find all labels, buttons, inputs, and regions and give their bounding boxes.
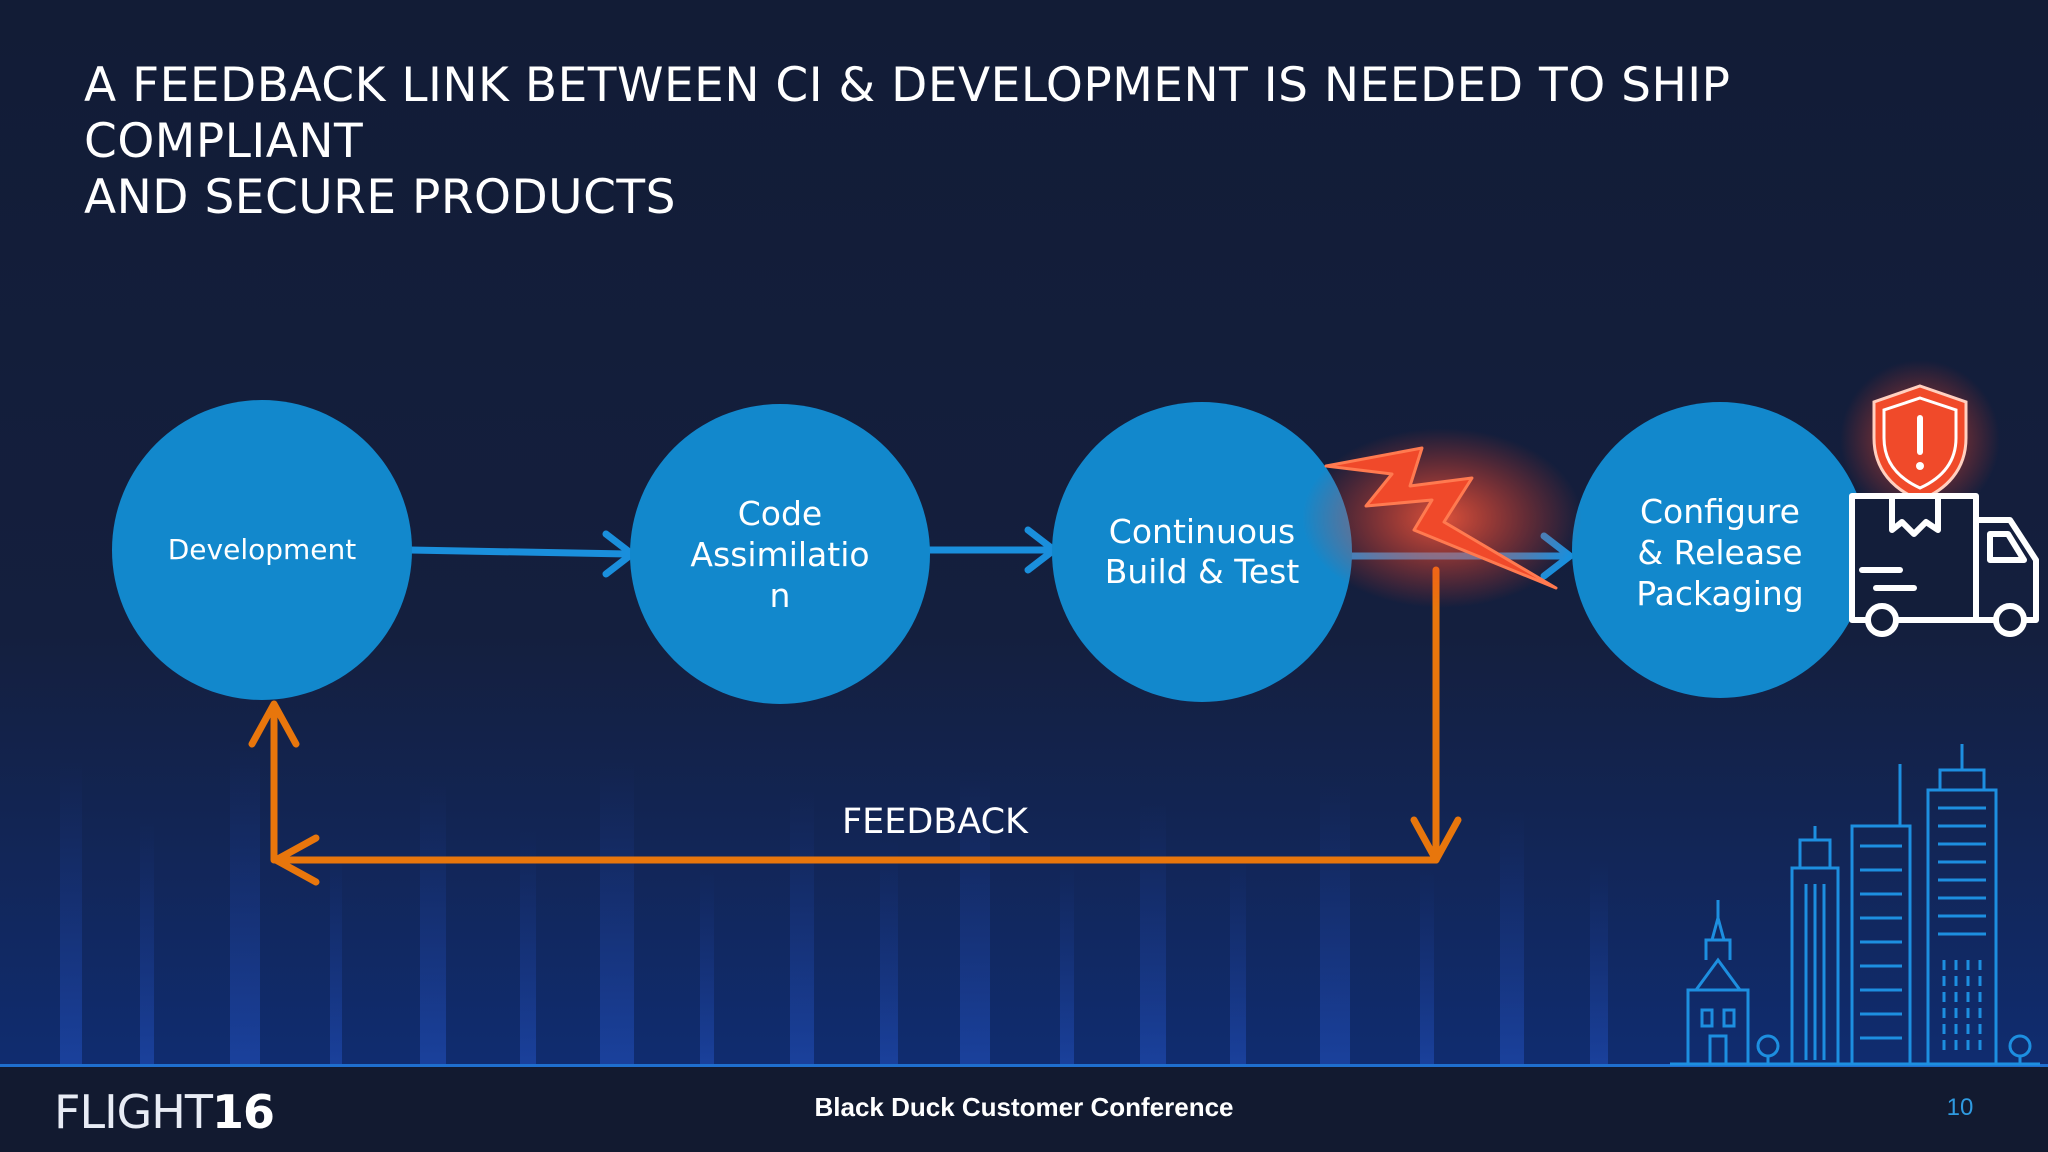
page-number: 10: [1946, 1094, 1974, 1121]
diagram-nodes: [112, 400, 1868, 704]
lightning-bolt-icon: [1302, 428, 1582, 608]
slide-title: A FEEDBACK LINK BETWEEN CI & DEVELOPMENT…: [84, 58, 1984, 226]
node-code-assimilation-label: Code Assimilatio n: [650, 484, 910, 624]
city-skyline-icon: [1670, 744, 2040, 1066]
node-code-assimilation-line-1: Code: [737, 493, 823, 533]
flight16-logo: FLIGHT16: [54, 1082, 275, 1142]
flow-arrow-development-to-code: [406, 546, 632, 558]
node-configure-release-label: Configure & Release Packaging: [1590, 482, 1850, 622]
slide-title-line-1: A FEEDBACK LINK BETWEEN CI & DEVELOPMENT…: [84, 58, 1731, 169]
node-configure-release-line-3: Packaging: [1636, 573, 1804, 613]
logo-text-bold: 16: [212, 1085, 275, 1139]
background-stripes: [60, 740, 1608, 1072]
node-configure-release-line-2: & Release: [1637, 532, 1803, 572]
node-code-assimilation-line-2: Assimilatio: [690, 534, 870, 574]
node-development-line-1: Development: [167, 533, 357, 566]
feedback-arrow: [248, 566, 1462, 886]
node-code-assimilation-line-3: n: [769, 575, 791, 615]
logo-text-light: FLIGHT: [54, 1085, 213, 1139]
delivery-truck-icon: [1849, 493, 2039, 637]
conference-name: Black Duck Customer Conference: [814, 1092, 1234, 1122]
node-continuous-build-test-label: Continuous Build & Test: [1072, 482, 1332, 622]
node-configure-release-circle: [1572, 402, 1868, 698]
node-development-circle: [112, 400, 412, 700]
node-configure-release-line-1: Configure: [1640, 491, 1800, 531]
node-continuous-build-test-line-1: Continuous: [1108, 512, 1296, 551]
node-development-label: Development: [132, 480, 392, 620]
node-code-assimilation-circle: [630, 404, 930, 704]
node-continuous-build-test-line-2: Build & Test: [1104, 552, 1300, 591]
footer-band: [0, 1066, 2048, 1152]
footer-divider: [0, 1064, 2048, 1067]
node-continuous-build-test-circle: [1052, 402, 1352, 702]
feedback-label: FEEDBACK: [841, 802, 1029, 842]
slide-title-line-2: AND SECURE PRODUCTS: [84, 170, 676, 225]
shield-alert-icon: [1840, 360, 2000, 520]
